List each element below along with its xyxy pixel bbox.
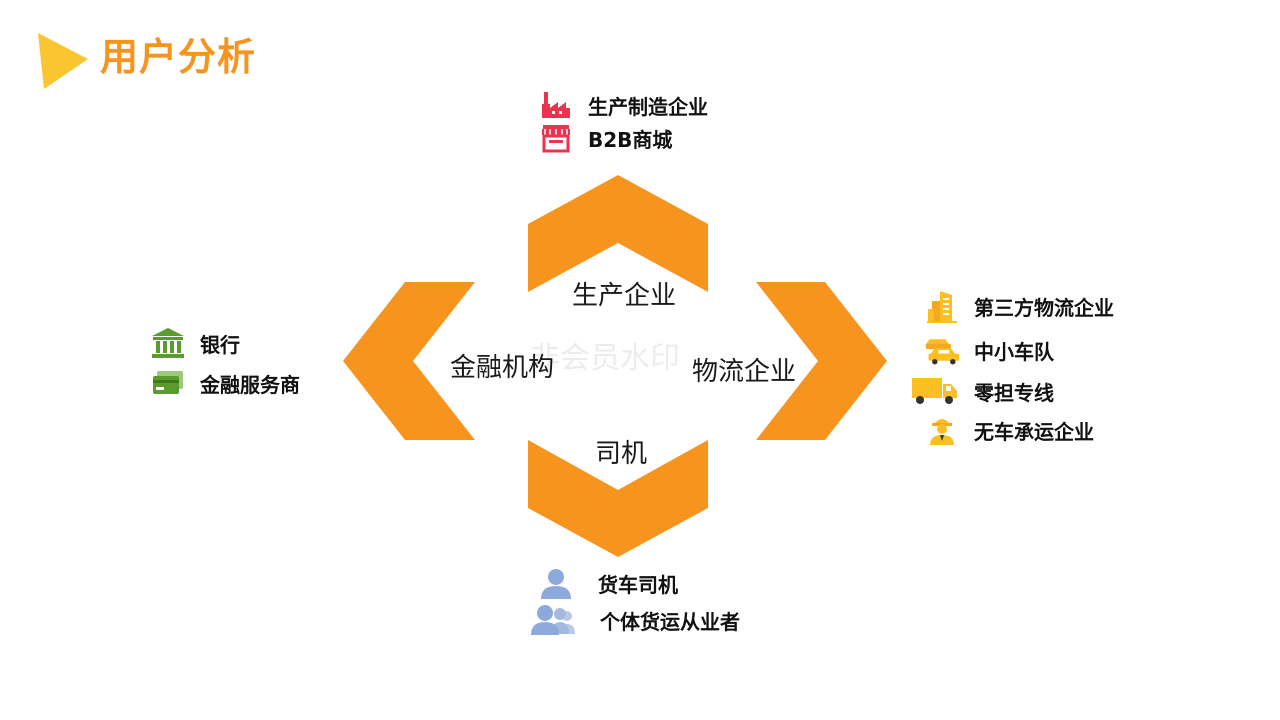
list-item: 无车承运企业 — [924, 415, 1094, 445]
list-item: 银行 — [150, 328, 240, 358]
title-marker-icon — [38, 33, 88, 89]
person-icon — [538, 568, 574, 599]
chevron-left — [343, 282, 475, 440]
list-item: 零担专线 — [910, 376, 1054, 406]
worker-icon — [924, 415, 960, 445]
item-label: 货车司机 — [598, 572, 678, 597]
item-label: 无车承运企业 — [974, 419, 1094, 444]
list-item: 金融服务商 — [150, 368, 300, 398]
item-label: 中小车队 — [974, 339, 1054, 364]
list-item: 个体货运从业者 — [530, 605, 740, 635]
list-item: 货车司机 — [538, 568, 678, 599]
list-item: 中小车队 — [924, 335, 1054, 365]
item-label: 银行 — [200, 332, 240, 357]
item-label: 第三方物流企业 — [974, 295, 1114, 320]
item-label: 金融服务商 — [200, 372, 300, 397]
item-label: 生产制造企业 — [588, 94, 708, 119]
label-production: 生产企业 — [572, 281, 677, 311]
watermark: 非会员水印 — [530, 341, 680, 376]
chevron-top — [528, 175, 708, 292]
building-icon — [924, 291, 960, 323]
people-icon — [530, 605, 576, 635]
bank-icon — [150, 328, 186, 358]
label-logistics: 物流企业 — [692, 357, 797, 387]
list-item: 第三方物流企业 — [924, 291, 1114, 323]
label-finance: 金融机构 — [450, 353, 555, 383]
item-label: 个体货运从业者 — [600, 609, 740, 634]
card-icon — [150, 368, 186, 398]
cars-icon — [924, 335, 960, 365]
list-item: B2B商城 — [538, 123, 672, 153]
list-item: 生产制造企业 — [538, 90, 708, 120]
chevron-bottom — [528, 440, 708, 557]
page-title: 用户分析 — [100, 35, 257, 79]
item-label: 零担专线 — [974, 380, 1054, 405]
storefront-icon — [538, 123, 574, 153]
chevron-right — [756, 282, 887, 440]
truck-icon — [910, 376, 960, 406]
item-label: B2B商城 — [588, 127, 673, 152]
label-driver: 司机 — [595, 439, 648, 469]
factory-icon — [538, 90, 574, 120]
